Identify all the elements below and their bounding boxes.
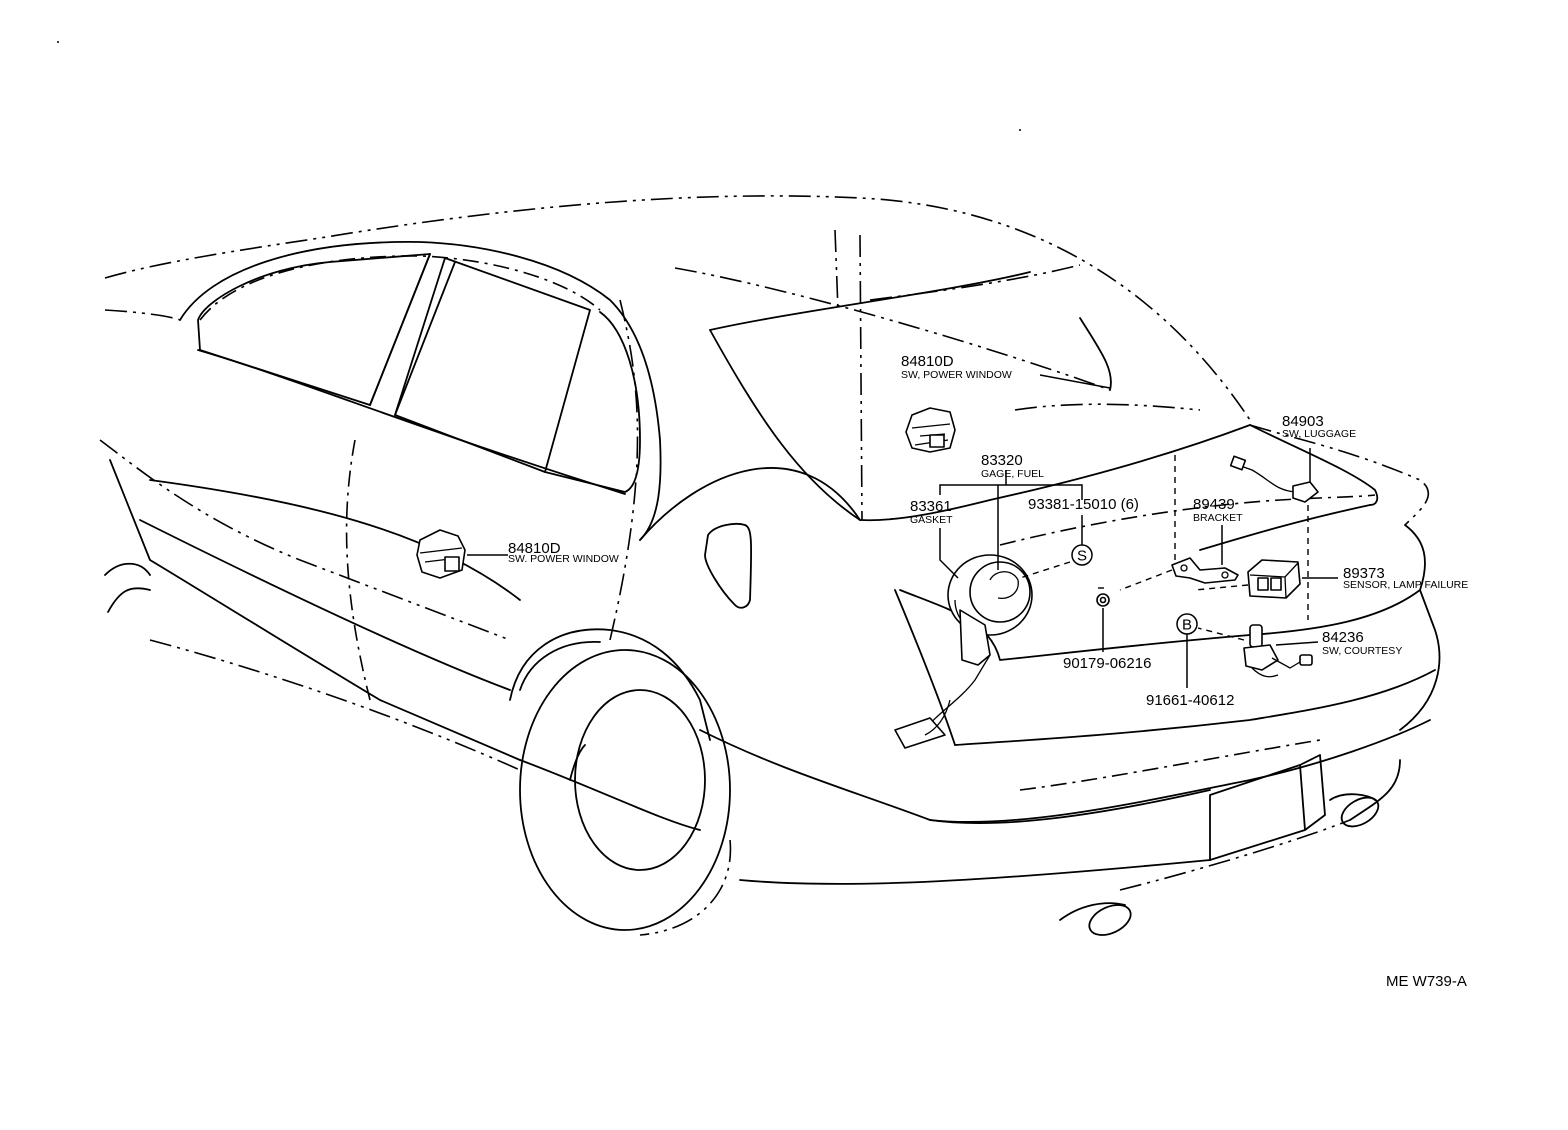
b-mark-symbol: B xyxy=(1176,613,1198,635)
part-number: 84236 xyxy=(1322,629,1364,646)
part-description: GASKET xyxy=(910,514,953,526)
part-description: GAGE, FUEL xyxy=(981,468,1044,480)
part-number: 83320 xyxy=(981,452,1023,469)
bracket-part xyxy=(1171,557,1239,584)
callout-bolt: 91661-40612 xyxy=(1146,692,1234,709)
callout-bracket: 89439 BRACKET xyxy=(1193,496,1243,524)
callout-gage-fuel: 83320 GAGE, FUEL xyxy=(981,452,1044,480)
lamp-failure-sensor-part xyxy=(1247,559,1301,599)
b-mark-letter: B xyxy=(1182,617,1192,634)
car-body-outline xyxy=(99,195,1441,936)
part-description: BRACKET xyxy=(1193,512,1243,524)
luggage-switch-part xyxy=(1229,455,1319,503)
fuel-gage-unit-part xyxy=(894,554,1033,749)
part-number: 89373 xyxy=(1343,565,1385,582)
part-description: SW, POWER WINDOW xyxy=(901,369,1012,381)
s-mark-letter: S xyxy=(1077,548,1087,565)
part-number: 84810D xyxy=(901,353,954,370)
part-number: 83361 xyxy=(910,498,952,515)
part-description: SW, COURTESY xyxy=(1322,645,1402,657)
callout-power-window-door: 84810D SW. POWER WINDOW xyxy=(508,540,619,565)
callout-grommet: 90179-06216 xyxy=(1063,655,1151,672)
power-window-switch-door-part xyxy=(416,529,466,579)
callout-screw: 93381-15010 (6) xyxy=(1028,496,1139,513)
part-number: 89439 xyxy=(1193,496,1235,513)
part-number: 91661-40612 xyxy=(1146,692,1234,709)
diagram-reference-code: ME W739-A xyxy=(1386,973,1467,990)
power-window-switch-upper-part xyxy=(905,407,956,453)
part-number: 93381-15010 (6) xyxy=(1028,496,1139,513)
s-mark-symbol: S xyxy=(1071,544,1093,566)
speck xyxy=(1019,129,1021,131)
part-number: 90179-06216 xyxy=(1063,655,1151,672)
part-description: SW. POWER WINDOW xyxy=(508,553,619,565)
callout-power-window-upper: 84810D SW, POWER WINDOW xyxy=(901,353,1012,381)
grommet-part xyxy=(1096,593,1110,607)
part-number: 84903 xyxy=(1282,413,1324,430)
leader-lines xyxy=(467,374,1338,688)
courtesy-switch-part xyxy=(1243,624,1313,678)
callout-sensor-lamp: 89373 SENSOR, LAMP FAILURE xyxy=(1343,565,1468,591)
part-number: 84810D xyxy=(508,540,561,557)
callout-sw-courtesy: 84236 SW, COURTESY xyxy=(1322,629,1402,657)
part-description: SENSOR, LAMP FAILURE xyxy=(1343,579,1468,591)
callout-gasket: 83361 GASKET xyxy=(910,498,953,526)
speck xyxy=(57,41,59,43)
part-description: SW, LUGGAGE xyxy=(1282,428,1356,440)
callout-sw-luggage: 84903 SW, LUGGAGE xyxy=(1282,413,1356,440)
